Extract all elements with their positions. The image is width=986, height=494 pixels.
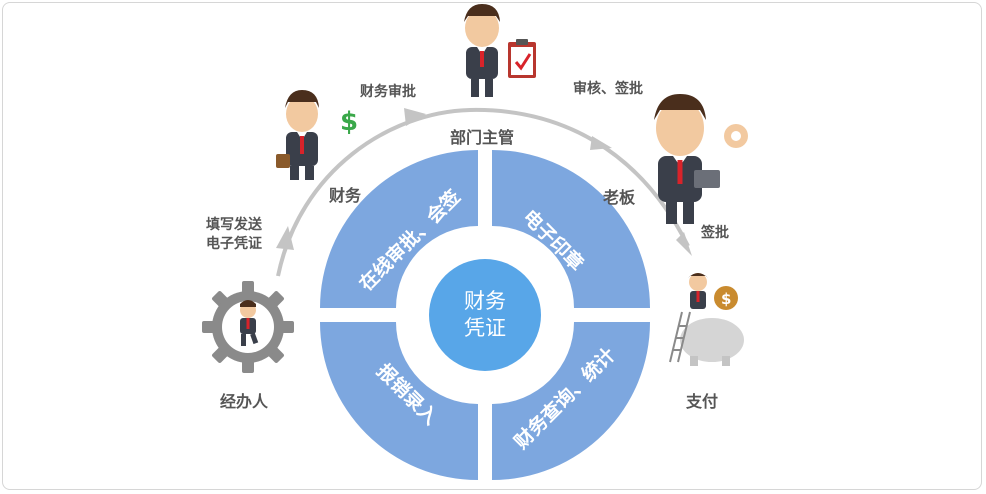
- quadrant-top-right: [492, 150, 650, 308]
- boss-person-icon: [654, 94, 748, 224]
- svg-text:$: $: [721, 290, 731, 308]
- fill-voucher-label: 填写发送 电子凭证: [206, 216, 262, 254]
- arrow-head-2: [404, 108, 426, 126]
- coin-icon: $: [714, 286, 738, 310]
- arrow-head-3: [590, 136, 612, 150]
- review-sign-label: 审核、签批: [573, 81, 643, 97]
- handler-person-icon: [240, 300, 259, 346]
- finance-approval-label: 财务审批: [360, 84, 416, 100]
- sign-label: 签批: [701, 225, 729, 241]
- quadrant-bottom-right: [492, 322, 650, 480]
- piggy-bank-icon: [680, 318, 744, 362]
- center-circle: [429, 259, 541, 371]
- arrow-head-4: [676, 232, 692, 256]
- dept-head-person-icon: [464, 4, 500, 97]
- fill-voucher-line1: 填写发送: [206, 217, 262, 233]
- flow-arc: [276, 107, 690, 277]
- quadrant-top-left: [320, 150, 478, 308]
- center-label: 财务 凭证: [445, 288, 525, 342]
- payment-illustration: $: [669, 273, 744, 366]
- boss-label: 老板: [603, 188, 636, 207]
- gear-icon: [202, 281, 294, 373]
- center-label-line2: 凭证: [464, 316, 506, 340]
- payment-label: 支付: [686, 392, 719, 411]
- svg-text:$: $: [340, 107, 358, 137]
- ladder-icon: [669, 311, 691, 363]
- clipboard-icon: [508, 39, 536, 78]
- arrow-head-1: [276, 226, 294, 250]
- finance-label: 财务: [329, 186, 362, 205]
- quadrant-ring: [320, 150, 650, 480]
- quadrant-bottom-left: [320, 322, 478, 480]
- handler-label: 经办人: [220, 392, 269, 411]
- dept-head-label: 部门主管: [450, 128, 515, 147]
- center-label-line1: 财务: [464, 289, 506, 313]
- fill-voucher-line2: 电子凭证: [206, 236, 262, 252]
- finance-person-icon: $: [276, 90, 358, 180]
- payer-person-icon: [688, 273, 708, 309]
